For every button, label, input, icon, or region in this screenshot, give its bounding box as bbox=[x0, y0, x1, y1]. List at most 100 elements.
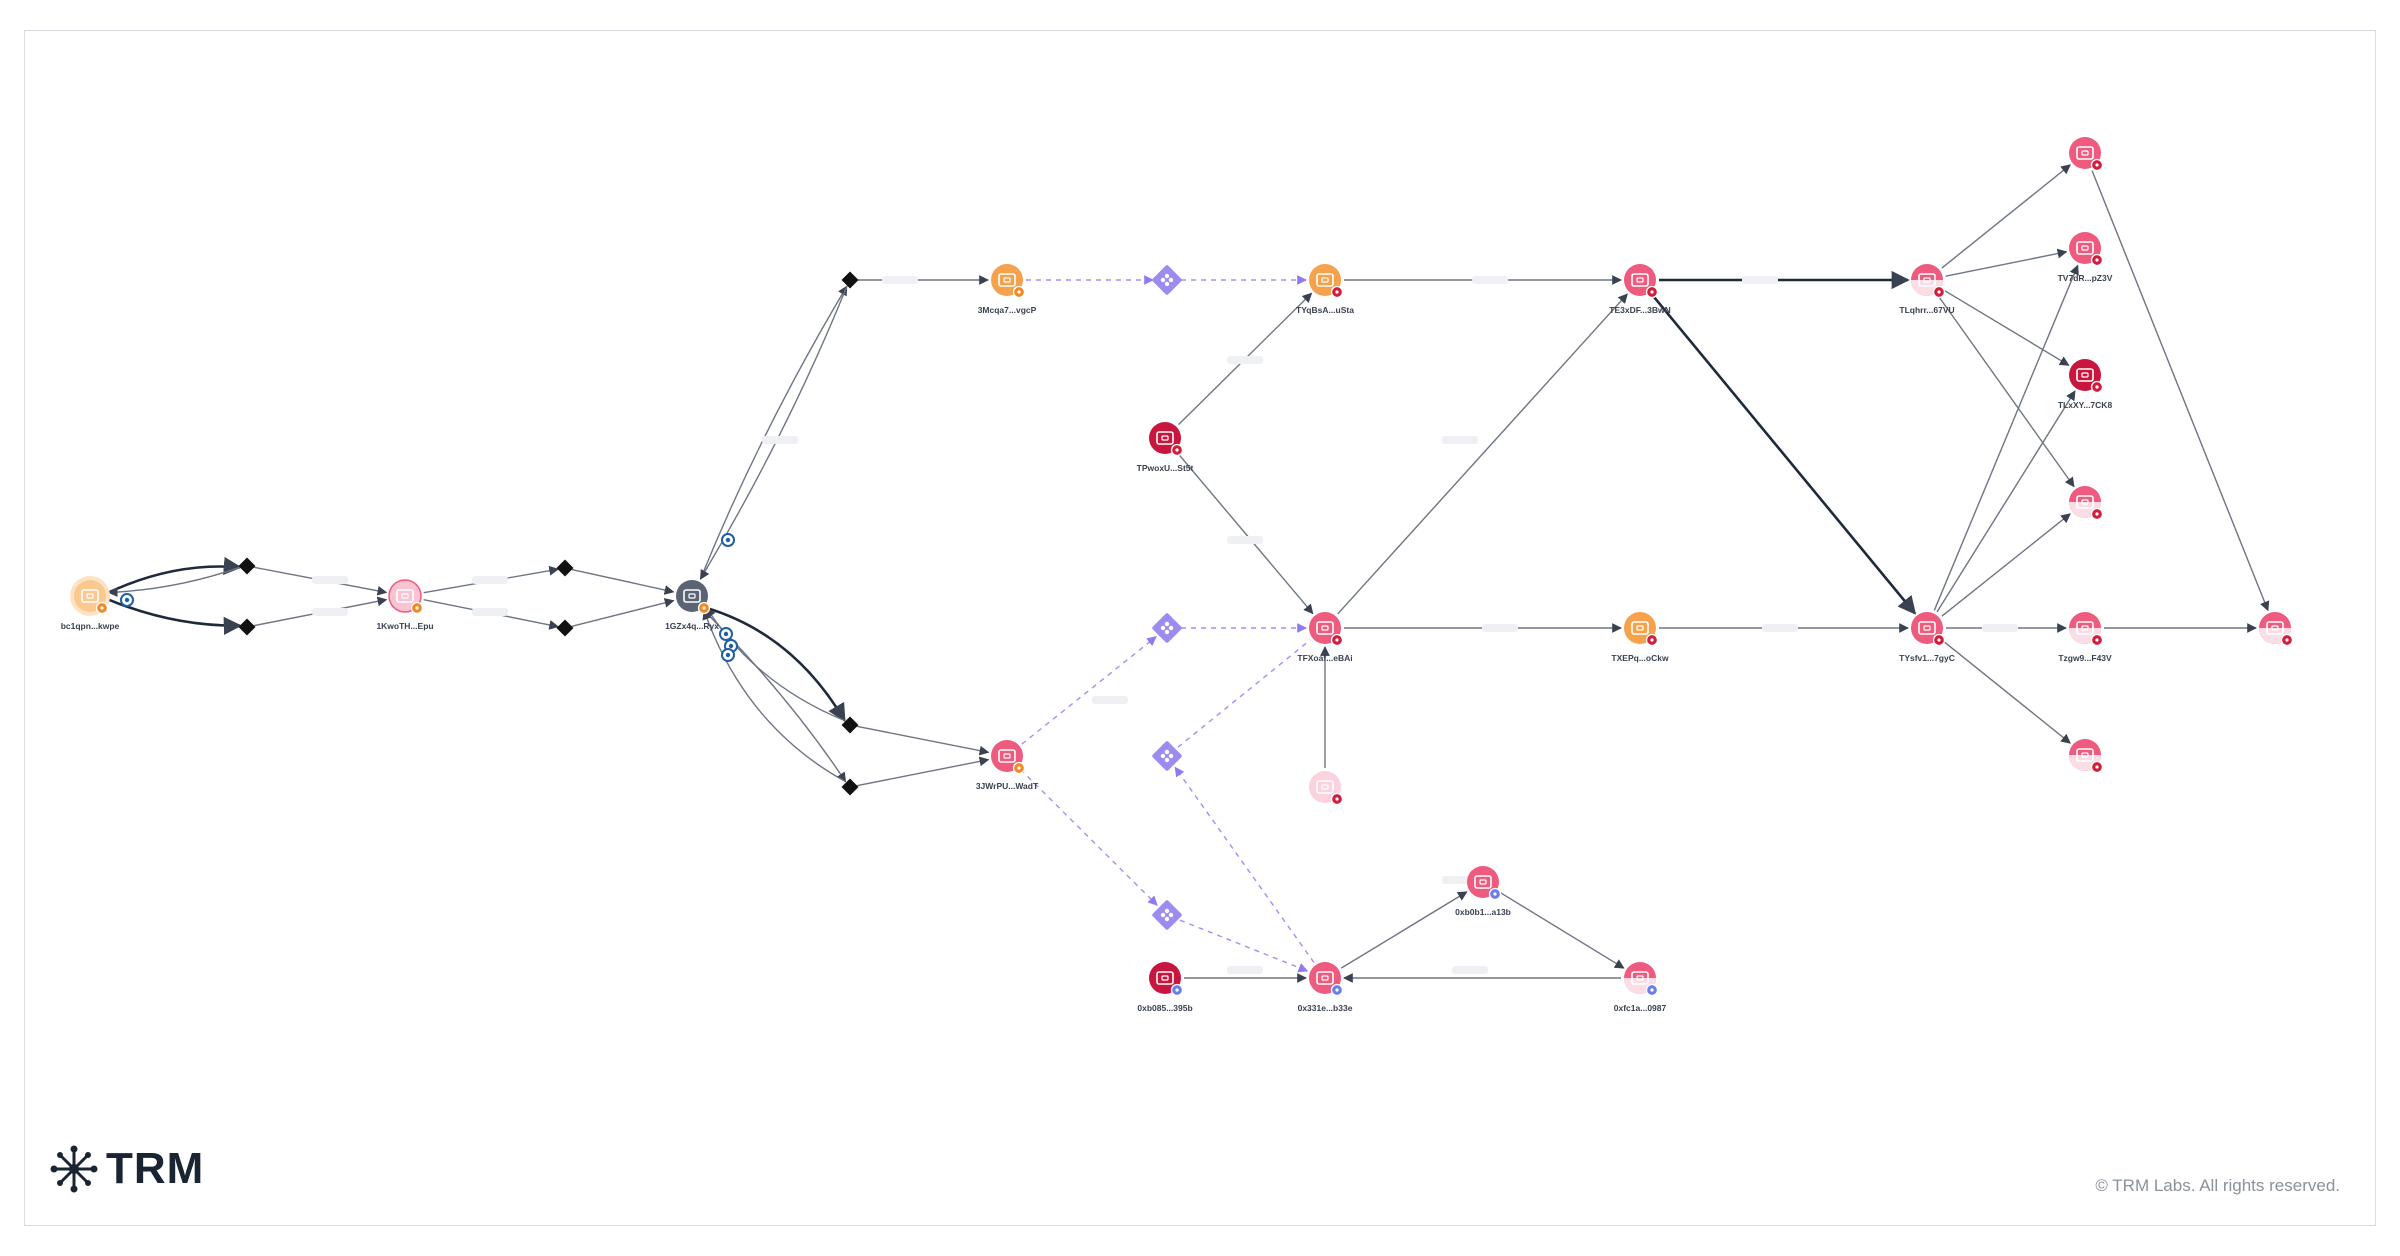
wallet-node-n24[interactable] bbox=[2259, 612, 2294, 647]
wallet-node-n7[interactable]: TPwoxU...St5t bbox=[1137, 422, 1194, 473]
wallet-icon bbox=[2076, 621, 2094, 635]
wallet-node-n21[interactable] bbox=[2069, 486, 2104, 521]
wallet-node-n17[interactable]: TYsfv1...7gyC bbox=[1899, 612, 1955, 663]
wallet-node-n4[interactable]: 3Mcqa7...vgcP bbox=[978, 264, 1037, 315]
edges-layer bbox=[107, 164, 2270, 983]
wallet-icon bbox=[2076, 146, 2094, 160]
wallet-node-n20[interactable]: TLxXY...7CK8 bbox=[2058, 359, 2113, 410]
edge-n17-n23[interactable] bbox=[1941, 639, 2071, 744]
edge-watermark bbox=[1227, 966, 1263, 974]
wallet-node-n6[interactable]: TYqBsA...uSta bbox=[1296, 264, 1354, 315]
wallet-node-n8[interactable]: TFXoaf...eBAi bbox=[1297, 612, 1353, 663]
bridge-connector-c3[interactable] bbox=[1151, 740, 1182, 771]
edge-n17-n20[interactable] bbox=[1936, 390, 2076, 613]
junction-j3[interactable] bbox=[556, 559, 574, 577]
tron-badge-icon bbox=[1170, 443, 1184, 457]
bridge-connector-c2[interactable] bbox=[1151, 612, 1182, 643]
tron-badge-icon bbox=[1330, 285, 1344, 299]
wallet-node-n5[interactable]: 3JWrPU...WadT bbox=[976, 740, 1039, 791]
wallet-address-label: 1GZx4q...Ryx bbox=[665, 621, 719, 631]
wallet-icon bbox=[1156, 431, 1174, 445]
edge-n5-c4[interactable] bbox=[1019, 768, 1158, 906]
wallet-node-n11[interactable]: 0x331e...b33e bbox=[1298, 962, 1353, 1013]
wallet-icon bbox=[1918, 273, 1936, 287]
edge-j7-n3[interactable] bbox=[702, 609, 846, 783]
edge-n3-j5[interactable] bbox=[699, 285, 848, 580]
wallet-address-label: 0x331e...b33e bbox=[1298, 1003, 1353, 1013]
edge-j5-n3[interactable] bbox=[699, 285, 848, 580]
junction-j4[interactable] bbox=[556, 619, 574, 637]
edge-j6-n3[interactable] bbox=[706, 607, 845, 722]
wallet-node-n18[interactable] bbox=[2069, 137, 2104, 172]
wallet-address-label: 1KwoTH...Epu bbox=[376, 621, 433, 631]
wallet-node-n1[interactable]: bc1qpn...kwpe bbox=[61, 576, 120, 631]
edge-j4-n3[interactable] bbox=[571, 598, 675, 627]
cycle-icon bbox=[721, 533, 735, 547]
wallet-address-label: 3Mcqa7...vgcP bbox=[978, 305, 1037, 315]
junction-j6[interactable] bbox=[841, 716, 859, 734]
bridge-connector-c4[interactable] bbox=[1151, 899, 1182, 930]
wallet-icon bbox=[1316, 780, 1334, 794]
bridge-connector-c1[interactable] bbox=[1151, 264, 1182, 295]
tron-badge-icon bbox=[2090, 633, 2104, 647]
edge-n8-n14[interactable] bbox=[1337, 293, 1628, 615]
wallet-address-label: TXEPq...oCkw bbox=[1611, 653, 1669, 663]
edge-j7-n5[interactable] bbox=[856, 756, 990, 787]
wallet-node-n22[interactable]: Tzgw9...F43V bbox=[2058, 612, 2112, 663]
edge-n18-n24[interactable] bbox=[2091, 170, 2270, 612]
edge-n5-c2[interactable] bbox=[1021, 636, 1157, 745]
wallet-address-label: 0xb0b1...a13b bbox=[1455, 907, 1511, 917]
wallet-node-n14[interactable]: TE3xDF...3BwN bbox=[1609, 264, 1671, 315]
junction-j2[interactable] bbox=[238, 618, 256, 636]
junction-j1[interactable] bbox=[238, 557, 256, 575]
edge-watermark bbox=[762, 436, 798, 444]
edge-watermarks bbox=[312, 276, 2018, 974]
edge-n11-c3[interactable] bbox=[1174, 766, 1315, 963]
edge-n17-n19[interactable] bbox=[1933, 264, 2079, 611]
edge-watermark bbox=[472, 576, 508, 584]
junction-j5[interactable] bbox=[841, 271, 859, 289]
wallet-node-n13[interactable]: 0xfc1a...0987 bbox=[1614, 962, 1667, 1013]
wallet-node-n9[interactable] bbox=[1309, 771, 1344, 806]
wallet-icon bbox=[683, 589, 701, 603]
wallet-node-n2[interactable]: 1KwoTH...Epu bbox=[376, 579, 434, 631]
wallet-address-label: 0xb085...395b bbox=[1137, 1003, 1192, 1013]
wallet-node-n16[interactable]: TLqhrr...67VU bbox=[1899, 264, 1955, 315]
copyright-text: © TRM Labs. All rights reserved. bbox=[2095, 1176, 2340, 1195]
edge-c4-n11[interactable] bbox=[1179, 919, 1309, 973]
bitcoin-badge-icon bbox=[1012, 285, 1026, 299]
tron-badge-icon bbox=[2090, 253, 2104, 267]
edge-n16-n18[interactable] bbox=[1941, 164, 2071, 269]
edge-n16-n21[interactable] bbox=[1937, 295, 2075, 488]
ethereum-badge-icon bbox=[1170, 983, 1184, 997]
wallet-node-n10[interactable]: 0xb085...395b bbox=[1137, 962, 1193, 1013]
edge-n7-n8[interactable] bbox=[1176, 452, 1314, 615]
edge-n17-n21[interactable] bbox=[1941, 513, 2071, 617]
edge-c3-n8[interactable] bbox=[1177, 639, 1311, 748]
edge-n14-n17[interactable] bbox=[1651, 293, 1917, 615]
edge-j1-n1[interactable] bbox=[107, 566, 241, 597]
swap-icon bbox=[1160, 273, 1174, 287]
wallet-node-n3[interactable]: 1GZx4q...Ryx bbox=[665, 580, 719, 631]
edge-watermark bbox=[472, 608, 508, 616]
wallet-address-label: Tzgw9...F43V bbox=[2058, 653, 2112, 663]
edge-n3-j6[interactable] bbox=[706, 606, 846, 723]
edge-n16-n19[interactable] bbox=[1945, 248, 2068, 277]
wallet-icon bbox=[396, 589, 414, 603]
edge-j3-n3[interactable] bbox=[571, 568, 675, 595]
bitcoin-badge-icon bbox=[697, 601, 711, 615]
edge-j6-n5[interactable] bbox=[856, 725, 990, 756]
edge-n11-n12[interactable] bbox=[1340, 891, 1468, 969]
wallet-node-n12[interactable]: 0xb0b1...a13b bbox=[1455, 866, 1511, 917]
edge-n12-n13[interactable] bbox=[1498, 891, 1625, 969]
wallet-node-n23[interactable] bbox=[2069, 739, 2104, 774]
wallet-node-n15[interactable]: TXEPq...oCkw bbox=[1611, 612, 1669, 663]
wallet-icon bbox=[2076, 368, 2094, 382]
edge-n16-n20[interactable] bbox=[1942, 289, 2070, 366]
wallet-icon bbox=[1316, 971, 1334, 985]
wallet-node-n19[interactable]: TV7dR...pZ3V bbox=[2058, 232, 2113, 283]
edge-n1-j1[interactable] bbox=[108, 556, 242, 594]
junction-j7[interactable] bbox=[841, 778, 859, 796]
wallet-icon bbox=[998, 749, 1016, 763]
